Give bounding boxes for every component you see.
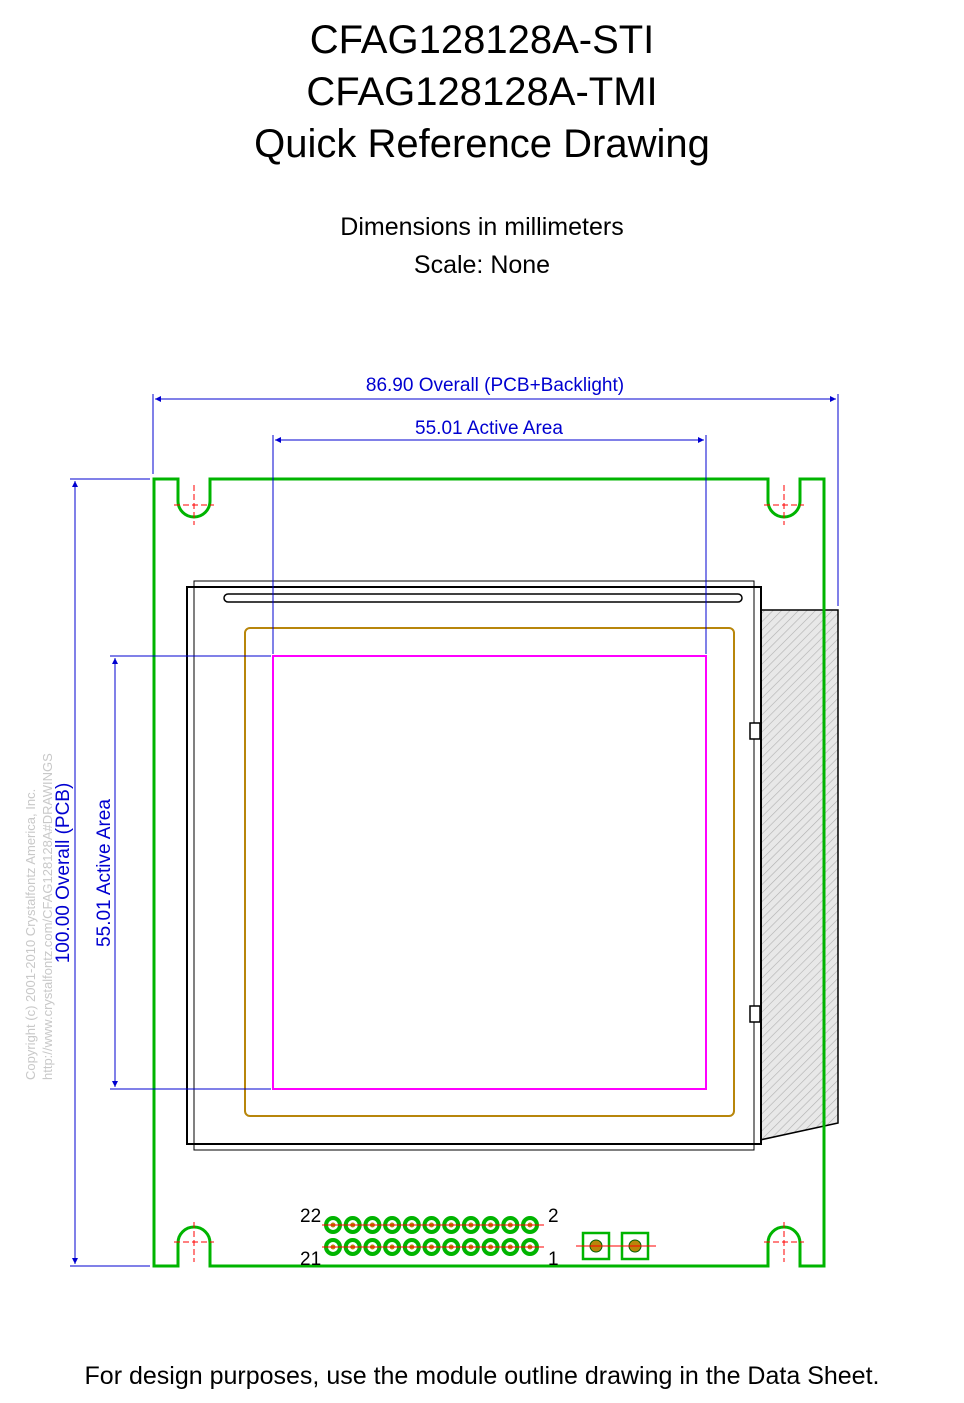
backlight-pads (576, 1231, 656, 1261)
frame-tab-upper (749, 722, 761, 740)
title-drawing-type: Quick Reference Drawing (254, 122, 710, 166)
dimension-label-active-height: 55.01 Active Area (94, 799, 115, 947)
pin-label-2: 2 (548, 1206, 559, 1227)
dimension-active-height (110, 655, 271, 1090)
title-model-tmi: CFAG128128A-TMI (306, 70, 658, 114)
title-model-sti: CFAG128128A-STI (309, 18, 655, 62)
dimension-label-active-width: 55.01 Active Area (415, 418, 563, 439)
scale-note: Scale: None (413, 251, 551, 279)
lcd-frame-outer (186, 586, 762, 1145)
pcb-outline (152, 477, 826, 1268)
pin-label-1: 1 (548, 1249, 559, 1270)
connector-pins (324, 1216, 539, 1256)
dimension-overall-width (152, 394, 839, 606)
backlight-housing (759, 609, 839, 1141)
dimension-label-overall-width: 86.90 Overall (PCB+Backlight) (366, 375, 624, 396)
mounting-hole-centerlines (174, 485, 804, 1262)
pin-label-21: 21 (300, 1249, 321, 1270)
units-note: Dimensions in millimeters (340, 213, 624, 241)
copyright-line: Copyright (c) 2001-2010 Crystalfontz Ame… (23, 788, 38, 1080)
copyright-note: Copyright (c) 2001-2010 Crystalfontz Ame… (22, 753, 56, 1080)
pin-label-22: 22 (300, 1206, 321, 1227)
design-note: For design purposes, use the module outl… (84, 1362, 880, 1390)
backlight-slot (223, 593, 743, 603)
active-area-outline (272, 655, 707, 1090)
viewing-area-outline (244, 627, 735, 1117)
copyright-url: http://www.crystalfontz.com/CFAG128128A#… (40, 753, 55, 1080)
connector-centerlines (322, 1224, 544, 1248)
dimension-label-overall-height: 100.00 Overall (PCB) (53, 783, 74, 964)
frame-tab-lower (749, 1005, 761, 1023)
dimension-active-width (272, 435, 707, 654)
lcd-frame-inner (193, 580, 755, 1151)
dimension-overall-height (70, 478, 150, 1267)
